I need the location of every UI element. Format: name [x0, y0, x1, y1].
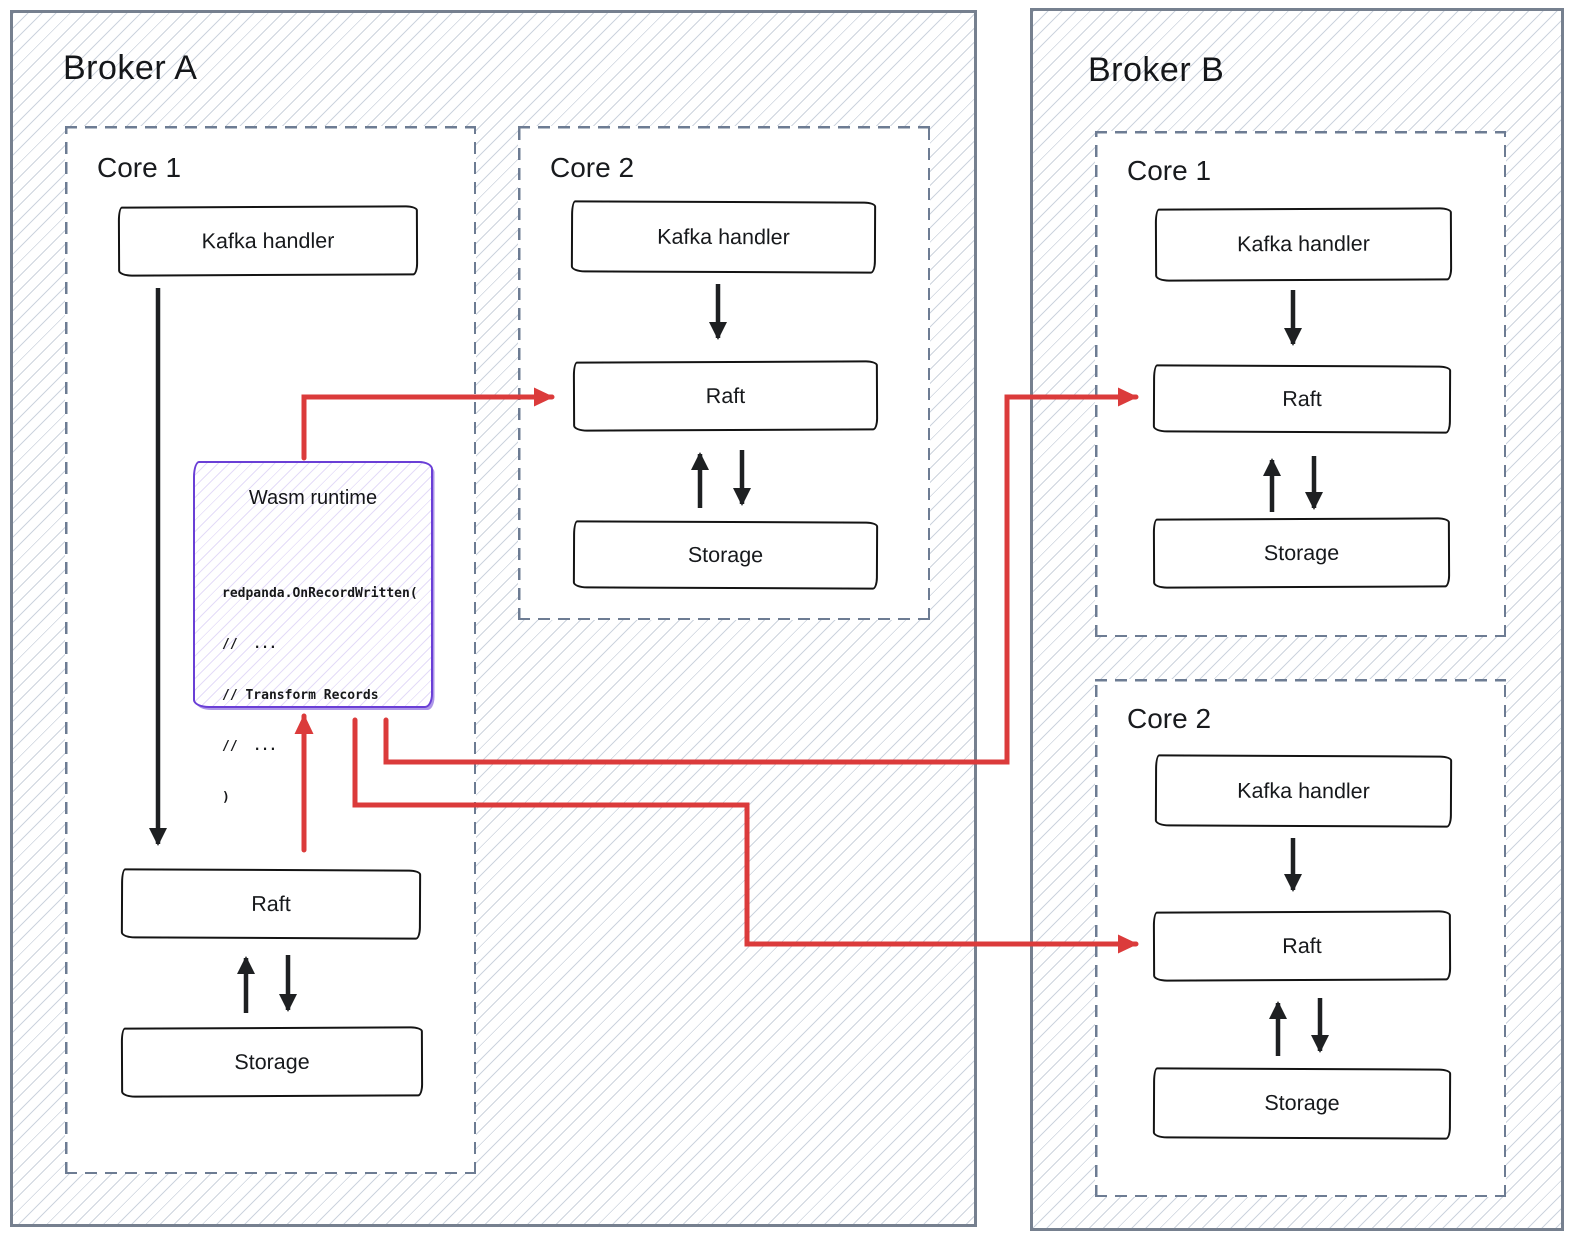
broker-a-core-1: Core 1 Kafka handler Wasm runtime redpan…	[65, 126, 476, 1174]
broker-a-panel: Broker A Core 1 Kafka handler Wasm runti…	[10, 10, 977, 1227]
broker-b-panel: Broker B Core 1 Kafka handler Raft Stora…	[1030, 8, 1564, 1231]
storage-box: Storage	[1152, 1067, 1452, 1140]
broker-b-title: Broker B	[1088, 51, 1225, 89]
kafka-handler-label: Kafka handler	[1237, 231, 1370, 257]
wasm-code-line: // ...	[222, 637, 277, 652]
raft-label: Raft	[251, 891, 291, 916]
storage-label: Storage	[234, 1049, 310, 1074]
kafka-handler-box: Kafka handler	[1154, 754, 1453, 828]
kafka-handler-label: Kafka handler	[657, 224, 790, 249]
wasm-runtime-box: Wasm runtime redpanda.OnRecordWritten( /…	[193, 461, 433, 805]
raft-label: Raft	[705, 383, 746, 408]
raft-box: Raft	[1152, 910, 1452, 982]
core-label: Core 2	[1127, 703, 1212, 734]
core-label: Core 2	[550, 152, 635, 183]
storage-box: Storage	[1152, 517, 1451, 589]
kafka-handler-box: Kafka handler	[570, 200, 877, 274]
broker-a-core-2: Core 2 Kafka handler Raft Storage	[518, 126, 930, 620]
broker-b-core-1: Core 1 Kafka handler Raft Storage	[1095, 131, 1506, 637]
storage-box: Storage	[120, 1026, 424, 1098]
raft-box: Raft	[572, 360, 879, 432]
kafka-handler-box: Kafka handler	[117, 205, 419, 277]
storage-label: Storage	[687, 542, 764, 567]
kafka-handler-label: Kafka handler	[201, 228, 335, 253]
raft-box: Raft	[1152, 364, 1452, 434]
kafka-handler-box: Kafka handler	[1154, 207, 1453, 282]
wasm-code-snippet: redpanda.OnRecordWritten( // ... // Tran…	[222, 551, 418, 840]
raft-box: Raft	[120, 868, 422, 940]
wasm-code-line: )	[222, 790, 230, 805]
wasm-runtime-title: Wasm runtime	[248, 487, 378, 509]
broker-a-title: Broker A	[63, 49, 198, 87]
storage-label: Storage	[1263, 540, 1340, 565]
wasm-code-line: // ...	[222, 739, 277, 754]
storage-box: Storage	[572, 520, 879, 590]
storage-label: Storage	[1264, 1090, 1340, 1116]
raft-label: Raft	[1282, 386, 1322, 411]
core-label: Core 1	[97, 152, 182, 183]
raft-label: Raft	[1282, 933, 1322, 958]
wasm-code-line: redpanda.OnRecordWritten(	[222, 586, 418, 601]
wasm-code-line: // Transform Records	[222, 688, 379, 703]
core-label: Core 1	[1127, 155, 1212, 186]
kafka-handler-label: Kafka handler	[1237, 778, 1370, 803]
broker-b-core-2: Core 2 Kafka handler Raft Storage	[1095, 679, 1506, 1197]
